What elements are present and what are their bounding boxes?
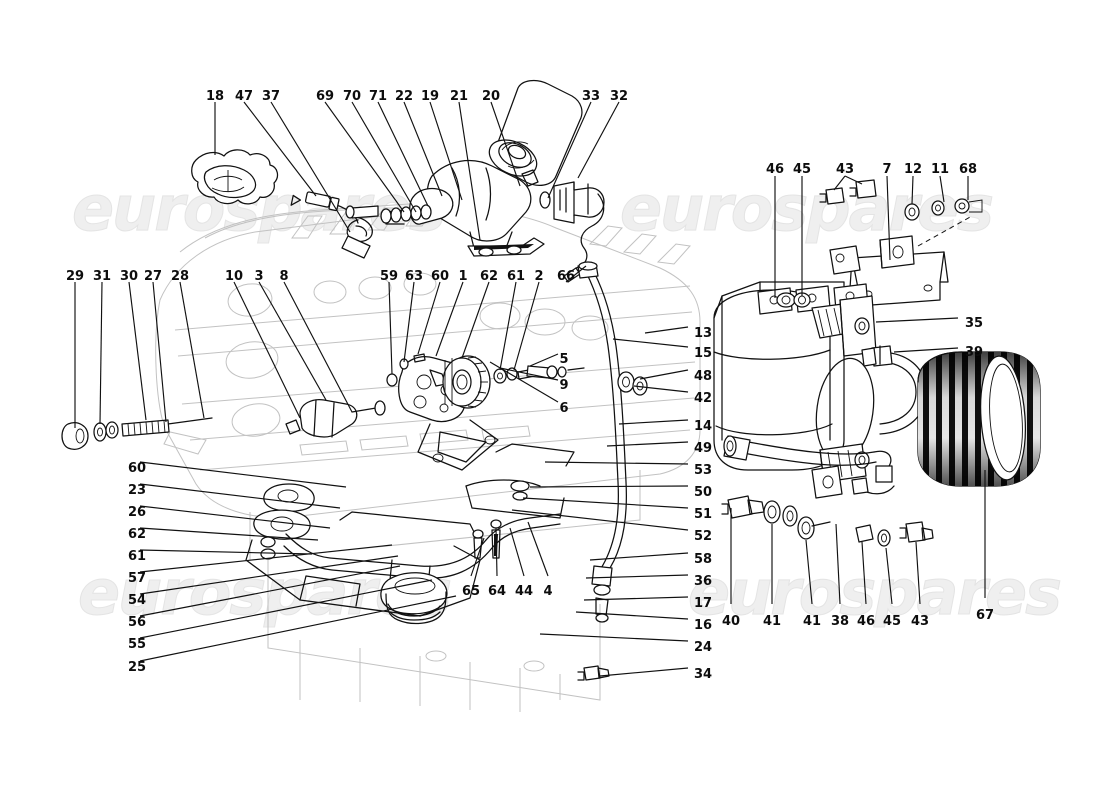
callout-number-58[interactable]: 58	[694, 552, 713, 567]
callout-number-61[interactable]: 61	[506, 269, 526, 284]
callout-number-25[interactable]: 25	[128, 660, 147, 675]
callout-number-45[interactable]: 45	[792, 162, 812, 177]
callout-number-66[interactable]: 66	[556, 269, 576, 284]
callout-number-46[interactable]: 46	[856, 614, 876, 629]
callout-number-17[interactable]: 17	[694, 596, 713, 611]
callout-number-68[interactable]: 68	[958, 162, 978, 177]
callout-number-37[interactable]: 37	[261, 89, 281, 104]
callout-number-9[interactable]: 9	[559, 378, 569, 393]
callout-number-32[interactable]: 32	[609, 89, 629, 104]
callout-number-59[interactable]: 59	[379, 269, 399, 284]
callout-number-60[interactable]: 60	[128, 461, 147, 476]
callout-number-54[interactable]: 54	[128, 593, 147, 608]
callout-number-6[interactable]: 6	[559, 401, 569, 416]
callout-number-55[interactable]: 55	[128, 637, 147, 652]
callout-number-70[interactable]: 70	[342, 89, 362, 104]
callout-number-69[interactable]: 69	[315, 89, 335, 104]
callout-number-39[interactable]: 39	[965, 345, 984, 360]
callout-number-22[interactable]: 22	[394, 89, 414, 104]
callout-number-62[interactable]: 62	[479, 269, 499, 284]
callout-number-33[interactable]: 33	[581, 89, 601, 104]
callout-number-29[interactable]: 29	[65, 269, 85, 284]
callout-number-30[interactable]: 30	[119, 269, 139, 284]
callout-number-43[interactable]: 43	[835, 162, 855, 177]
callout-number-57[interactable]: 57	[128, 571, 147, 586]
callout-number-53[interactable]: 53	[694, 463, 713, 478]
callout-number-23[interactable]: 23	[128, 483, 147, 498]
callout-number-48[interactable]: 48	[694, 369, 713, 384]
callout-number-60[interactable]: 60	[430, 269, 450, 284]
callout-number-42[interactable]: 42	[694, 391, 713, 406]
callout-number-71[interactable]: 71	[368, 89, 388, 104]
callout-number-62[interactable]: 62	[128, 527, 147, 542]
callout-number-35[interactable]: 35	[965, 316, 984, 331]
callout-number-7[interactable]: 7	[882, 162, 892, 177]
callout-number-41[interactable]: 41	[802, 614, 822, 629]
callout-number-40[interactable]: 40	[721, 614, 741, 629]
callout-number-28[interactable]: 28	[170, 269, 190, 284]
callout-number-47[interactable]: 47	[234, 89, 254, 104]
callout-number-19[interactable]: 19	[420, 89, 440, 104]
callout-number-14[interactable]: 14	[694, 419, 713, 434]
callout-number-61[interactable]: 61	[128, 549, 147, 564]
callout-number-18[interactable]: 18	[205, 89, 225, 104]
callout-number-20[interactable]: 20	[481, 89, 501, 104]
callout-number-56[interactable]: 56	[128, 615, 147, 630]
callout-number-49[interactable]: 49	[694, 441, 713, 456]
callout-number-10[interactable]: 10	[224, 269, 244, 284]
callout-number-12[interactable]: 12	[903, 162, 923, 177]
callout-number-38[interactable]: 38	[830, 614, 850, 629]
callout-number-46[interactable]: 46	[765, 162, 785, 177]
callout-number-51[interactable]: 51	[694, 507, 713, 522]
callout-number-3[interactable]: 3	[254, 269, 264, 284]
callout-number-67[interactable]: 67	[975, 608, 995, 623]
callout-number-34[interactable]: 34	[694, 667, 713, 682]
callout-number-31[interactable]: 31	[92, 269, 112, 284]
callout-number-13[interactable]: 13	[694, 326, 713, 341]
callout-number-2[interactable]: 2	[534, 269, 544, 284]
callout-number-41[interactable]: 41	[762, 614, 782, 629]
callout-number-64[interactable]: 64	[487, 584, 507, 599]
callout-number-8[interactable]: 8	[279, 269, 289, 284]
callout-number-27[interactable]: 27	[143, 269, 163, 284]
callout-number-16[interactable]: 16	[694, 618, 713, 633]
callout-number-50[interactable]: 50	[694, 485, 713, 500]
callout-number-15[interactable]: 15	[694, 346, 713, 361]
callout-number-63[interactable]: 63	[404, 269, 424, 284]
callout-number-11[interactable]: 11	[930, 162, 950, 177]
callout-number-26[interactable]: 26	[128, 505, 147, 520]
callout-number-65[interactable]: 65	[461, 584, 481, 599]
callout-number-45[interactable]: 45	[882, 614, 902, 629]
callout-number-24[interactable]: 24	[694, 640, 713, 655]
callout-number-21[interactable]: 21	[449, 89, 469, 104]
callout-number-4[interactable]: 4	[543, 584, 553, 599]
callout-number-43[interactable]: 43	[910, 614, 930, 629]
callout-number-5[interactable]: 5	[559, 352, 569, 367]
callout-number-1[interactable]: 1	[458, 269, 468, 284]
callout-number-52[interactable]: 52	[694, 529, 713, 544]
callout-number-44[interactable]: 44	[514, 584, 534, 599]
callout-number-36[interactable]: 36	[694, 574, 713, 589]
